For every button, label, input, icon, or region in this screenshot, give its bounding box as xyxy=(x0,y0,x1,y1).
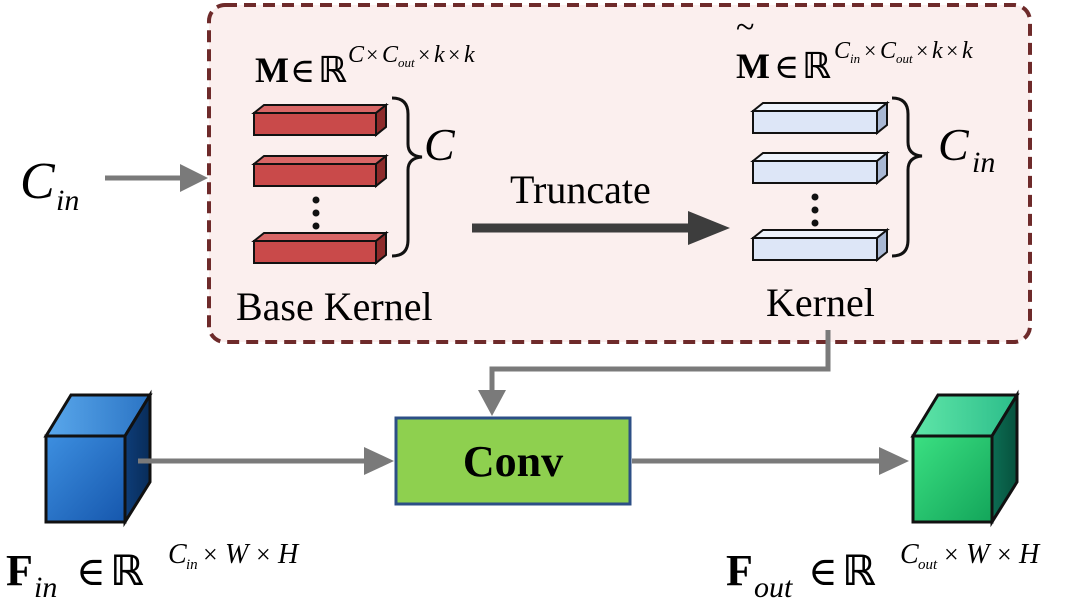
base-kernel-exp-cross-1: × xyxy=(366,42,378,67)
truncate-label: Truncate xyxy=(510,167,651,212)
f-in-exp-cross-2: × xyxy=(256,540,271,569)
output-feature-cube xyxy=(910,389,1020,528)
cin-input-sub: in xyxy=(56,184,79,217)
f-in-set-symbol: ℝ xyxy=(110,546,144,595)
kernel-exp-cross-1: × xyxy=(864,38,876,63)
base-kernel-stack xyxy=(251,102,389,266)
cin-input-base: C xyxy=(20,153,56,210)
kernel-exp-cout: C xyxy=(880,38,897,64)
base-kernel-exp-c: C xyxy=(348,42,365,68)
cin-input-arrow xyxy=(105,164,208,192)
base-kernel-exp-cross-2: × xyxy=(418,42,430,67)
f-out-exp-c: C xyxy=(900,539,919,570)
f-out-exp-cross-1: × xyxy=(944,540,959,569)
kernel-label: Kernel xyxy=(766,280,875,325)
input-feature-cube xyxy=(43,389,153,528)
base-kernel-brace-label: C xyxy=(424,119,456,170)
kernel-exp-cout-sub: out xyxy=(896,51,913,66)
base-kernel-slab xyxy=(251,153,389,189)
f-in-symbol: F xyxy=(6,546,33,595)
kernel-in-symbol: ∈ xyxy=(774,49,799,86)
kernel-exp-k2: k xyxy=(962,38,973,64)
f-in-in-symbol: ∈ xyxy=(76,549,106,594)
f-out-exp-cross-2: × xyxy=(997,540,1012,569)
kernel-dots xyxy=(811,193,819,227)
base-kernel-exp-k2: k xyxy=(464,42,475,68)
kernel-brace xyxy=(891,96,923,258)
f-in-exp-cross-1: × xyxy=(203,540,218,569)
base-kernel-brace xyxy=(391,96,423,258)
base-kernel-slab xyxy=(251,230,389,266)
kernel-exp-cross-3: × xyxy=(946,38,958,63)
truncate-arrow xyxy=(472,211,730,245)
f-out-exp-c-sub: out xyxy=(918,557,938,573)
f-in-exp-w: W xyxy=(225,539,251,570)
base-kernel-exp-cross-3: × xyxy=(448,42,460,67)
f-in-sub: in xyxy=(34,571,57,604)
base-kernel-math: M ∈ ℝ C × C out × k × k xyxy=(255,42,475,91)
kernel-math: ~ M ∈ ℝ C in × C out × k × k xyxy=(736,9,973,87)
kernel-exp-cin-sub: in xyxy=(850,51,860,66)
f-in-exp-h: H xyxy=(277,539,300,570)
f-out-math: F out ∈ ℝ C out × W × H xyxy=(726,539,1041,604)
f-out-sub: out xyxy=(754,571,793,604)
f-out-exp-w: W xyxy=(966,539,992,570)
base-kernel-exp-k1: k xyxy=(434,42,445,68)
input-to-conv-arrow xyxy=(138,447,394,475)
base-kernel-exp-cout: C xyxy=(382,42,399,68)
base-kernel-label: Base Kernel xyxy=(236,284,433,329)
kernel-exp-k1: k xyxy=(932,38,943,64)
f-in-math: F in ∈ ℝ C in × W × H xyxy=(6,539,300,604)
kernel-exp-cin: C xyxy=(834,38,851,64)
kernel-to-conv-arrow xyxy=(478,330,831,416)
base-kernel-slab xyxy=(251,102,389,138)
cin-input-label: C in xyxy=(20,153,79,217)
kernel-set-symbol: ℝ xyxy=(802,46,831,87)
kernel-slab xyxy=(750,150,890,186)
kernel-slab xyxy=(750,227,890,263)
conv-box xyxy=(394,416,632,506)
f-in-exp-c-sub: in xyxy=(186,557,198,573)
kernel-symbol: M xyxy=(736,46,770,86)
kernel-slab xyxy=(750,100,890,136)
base-kernel-exp-cout-sub: out xyxy=(398,55,415,70)
kernel-brace-label-sub: in xyxy=(972,146,995,179)
base-kernel-symbol: M xyxy=(255,50,289,90)
base-kernel-dots xyxy=(312,196,320,230)
conv-label: Conv xyxy=(463,437,563,486)
kernel-exp-cross-2: × xyxy=(916,38,928,63)
conv-to-output-arrow xyxy=(632,447,909,475)
f-out-exp-h: H xyxy=(1018,539,1041,570)
base-kernel-in-symbol: ∈ xyxy=(290,53,315,90)
kernel-stack xyxy=(750,100,890,263)
kernel-tilde: ~ xyxy=(736,9,754,46)
f-out-set-symbol: ℝ xyxy=(842,546,876,595)
base-kernel-set-symbol: ℝ xyxy=(318,50,347,91)
f-out-symbol: F xyxy=(726,546,753,595)
f-out-in-symbol: ∈ xyxy=(808,549,838,594)
f-in-exp-c: C xyxy=(168,539,187,570)
kernel-brace-label: C xyxy=(938,119,970,170)
